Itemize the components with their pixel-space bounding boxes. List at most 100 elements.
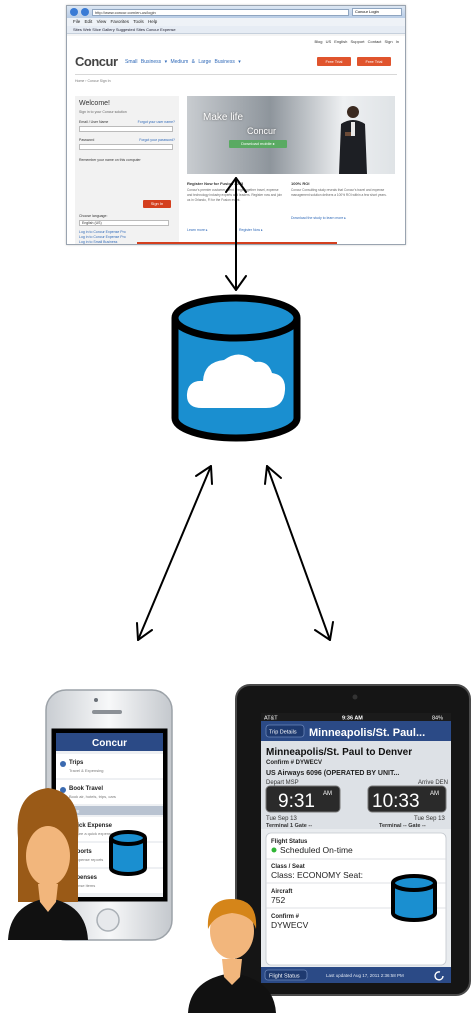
ipad-toolbar bbox=[261, 967, 451, 983]
iphone-device: Concur Trips Travel & Expensing Book Tra… bbox=[8, 689, 173, 941]
phone-menu-sub: All expense reports bbox=[69, 857, 103, 862]
app-login-link[interactable]: Log in to Small Business bbox=[79, 240, 118, 244]
phone-menu-sub: Travel & Expensing bbox=[69, 768, 104, 773]
phone-menu-item[interactable] bbox=[56, 780, 163, 804]
last-updated: Last updated Aug 17, 2011 2:36:58 PM bbox=[326, 973, 404, 978]
home-button[interactable] bbox=[96, 908, 120, 932]
status-dot-icon bbox=[271, 847, 277, 853]
learn-more-link[interactable]: Learn more ▸ bbox=[187, 228, 208, 232]
flight-status-button-label: Flight Status bbox=[269, 974, 300, 980]
phone-header bbox=[56, 733, 163, 751]
login-panel: Welcome! Sign in to your Concur solution… bbox=[75, 96, 179, 244]
address-bar[interactable]: http://www.concur.com/en-us/login bbox=[92, 8, 349, 16]
confirmation-number: Confirm # DYWECV bbox=[266, 760, 322, 766]
hero-headline: Make life bbox=[203, 112, 244, 123]
top-links[interactable]: Blog US English Support Contact Sign In bbox=[314, 39, 400, 44]
arrive-label: Arrive DEN bbox=[418, 780, 448, 786]
aircraft-value: 752 bbox=[271, 895, 285, 905]
free-trial-button-2[interactable]: Free Trial bbox=[357, 57, 391, 66]
class-seat-value: Class: ECONOMY Seat: bbox=[271, 870, 363, 880]
study-title: 100% ROI bbox=[291, 181, 310, 186]
db-phone-arrow bbox=[137, 465, 212, 641]
free-trial-button[interactable]: Free Trial bbox=[317, 57, 351, 66]
status-time: 9:36 AM bbox=[342, 716, 363, 722]
menu-item[interactable]: Edit bbox=[84, 19, 93, 24]
study-body: Concur Consulting study reveals that Con… bbox=[291, 188, 387, 197]
download-study-link[interactable]: Download the study to learn more ▸ bbox=[291, 216, 347, 220]
phone-menu-item[interactable] bbox=[56, 754, 163, 778]
footer-accent bbox=[137, 242, 337, 244]
register-now-link[interactable]: Register Now ▸ bbox=[239, 228, 263, 232]
back-button[interactable] bbox=[70, 8, 78, 16]
language-select[interactable]: English (US) bbox=[79, 220, 169, 226]
arrive-terminal: Terminal -- Gate -- bbox=[379, 823, 426, 829]
username-input[interactable] bbox=[79, 126, 173, 132]
username-label: Email / User Name bbox=[79, 120, 109, 124]
confirm-label: Confirm # bbox=[271, 914, 300, 920]
trips-icon bbox=[60, 761, 66, 767]
sign-in-button[interactable]: Sign In bbox=[143, 200, 171, 208]
menu-item[interactable]: Help bbox=[147, 19, 158, 24]
register-body: Concur's premier customer event brings t… bbox=[187, 188, 282, 202]
breadcrumb[interactable]: Home › Concur Sign In bbox=[75, 79, 111, 83]
login-title: Welcome! bbox=[79, 100, 110, 107]
class-seat-label: Class / Seat bbox=[271, 864, 305, 870]
depart-terminal: Terminal 1 Gate -- bbox=[266, 823, 312, 829]
browser-titlebar: http://www.concur.com/en-us/login Concur… bbox=[67, 6, 405, 18]
refresh-icon[interactable] bbox=[434, 971, 444, 981]
forgot-username-link[interactable]: Forgot your user name? bbox=[137, 120, 175, 124]
arrive-time: 10:33 bbox=[372, 791, 420, 812]
depart-ampm: AM bbox=[323, 791, 332, 797]
remember-checkbox[interactable]: Remember your name on this computer bbox=[79, 158, 141, 162]
phone-menu-title: Expenses bbox=[69, 875, 98, 881]
forgot-password-link[interactable]: Forgot your password? bbox=[139, 138, 175, 142]
browser-menubar: File Edit View Favorites Tools Help bbox=[67, 18, 405, 26]
phone-menu-title: Quick Expense bbox=[69, 823, 113, 829]
female-user-icon bbox=[8, 788, 88, 940]
menu-item[interactable]: View bbox=[96, 19, 107, 24]
arrowhead bbox=[136, 622, 153, 641]
divider bbox=[75, 74, 397, 75]
favorites-bar[interactable]: Sites Web Slice Gallery Suggested Sites … bbox=[67, 26, 405, 34]
arrive-date: Tue Sep 13 bbox=[414, 816, 445, 822]
depart-time-box bbox=[265, 785, 341, 813]
flight-status-label: Flight Status bbox=[271, 839, 308, 845]
register-title: Register Now for Fusion 2013 bbox=[187, 181, 244, 186]
ipad-device: AT&T 9:36 AM 84% Trip Details Minneapoli… bbox=[188, 684, 471, 1013]
trip-details-label: Trip Details bbox=[269, 730, 297, 736]
web-page: Blog US English Support Contact Sign In … bbox=[67, 36, 405, 244]
trip-details-button[interactable] bbox=[265, 724, 305, 738]
menu-item[interactable]: File bbox=[73, 19, 81, 24]
carrier-label: AT&T bbox=[264, 716, 278, 722]
db-tablet-arrow bbox=[266, 465, 331, 641]
male-user-icon bbox=[188, 899, 276, 1013]
flight-status-button[interactable] bbox=[264, 969, 308, 981]
login-subtitle: Sign in to your Concur solution bbox=[79, 110, 127, 114]
password-label: Password bbox=[79, 138, 95, 142]
depart-label: Depart MSP bbox=[266, 780, 299, 786]
menu-item[interactable]: Tools bbox=[133, 19, 144, 24]
aircraft-label: Aircraft bbox=[271, 889, 292, 895]
top-nav[interactable]: Small Business ▾ Medium & Large Business… bbox=[125, 59, 241, 65]
hero-brand: Concur bbox=[247, 126, 277, 136]
concur-logo[interactable]: Concur bbox=[75, 54, 118, 69]
app-login-link[interactable]: Log in to Concur Expense Pro bbox=[79, 230, 126, 234]
hero-banner[interactable]: Make life Concur Download mobile ▸ bbox=[187, 96, 395, 174]
businessman-photo bbox=[339, 106, 367, 174]
app-login-link[interactable]: Log in to Concur Expense Pro bbox=[79, 235, 126, 239]
cloud-database-icon bbox=[171, 294, 301, 442]
flight-detail-list bbox=[265, 832, 447, 966]
small-database-icon bbox=[109, 830, 147, 876]
download-mobile-button[interactable]: Download mobile ▸ bbox=[229, 140, 287, 148]
depart-time: 9:31 bbox=[278, 791, 315, 812]
flight-status-value: Scheduled On-time bbox=[280, 845, 353, 855]
browser-tab[interactable]: Concur Login bbox=[352, 8, 402, 16]
route-title: Minneapolis/St. Paul to Denver bbox=[266, 747, 412, 758]
phone-menu-sub: Capture a quick expense bbox=[69, 831, 114, 836]
menu-item[interactable]: Favorites bbox=[110, 19, 130, 24]
forward-button[interactable] bbox=[81, 8, 89, 16]
ipad-navbar bbox=[261, 721, 451, 741]
phone-menu-sub: Book air, hotels, trips, cars bbox=[69, 794, 116, 799]
password-input[interactable] bbox=[79, 144, 173, 150]
small-database-icon bbox=[391, 874, 437, 922]
